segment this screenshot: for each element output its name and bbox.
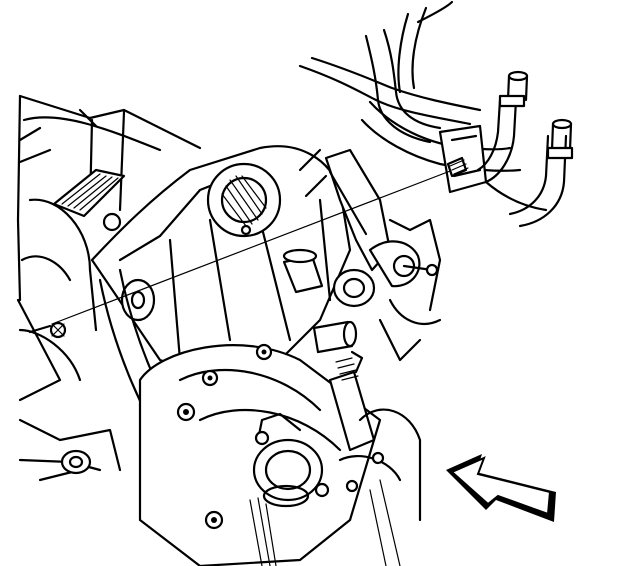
direction-arrow-icon <box>446 454 556 522</box>
engine-right-side <box>338 218 442 566</box>
valve-cover-vent <box>52 168 126 218</box>
coolant-fittings <box>282 248 376 452</box>
bolt-head-icon <box>446 156 469 178</box>
mounting-bolt-leader <box>28 156 469 334</box>
support-bracket <box>298 148 439 302</box>
water-pump-housing <box>138 343 382 566</box>
engine-block <box>16 94 202 482</box>
